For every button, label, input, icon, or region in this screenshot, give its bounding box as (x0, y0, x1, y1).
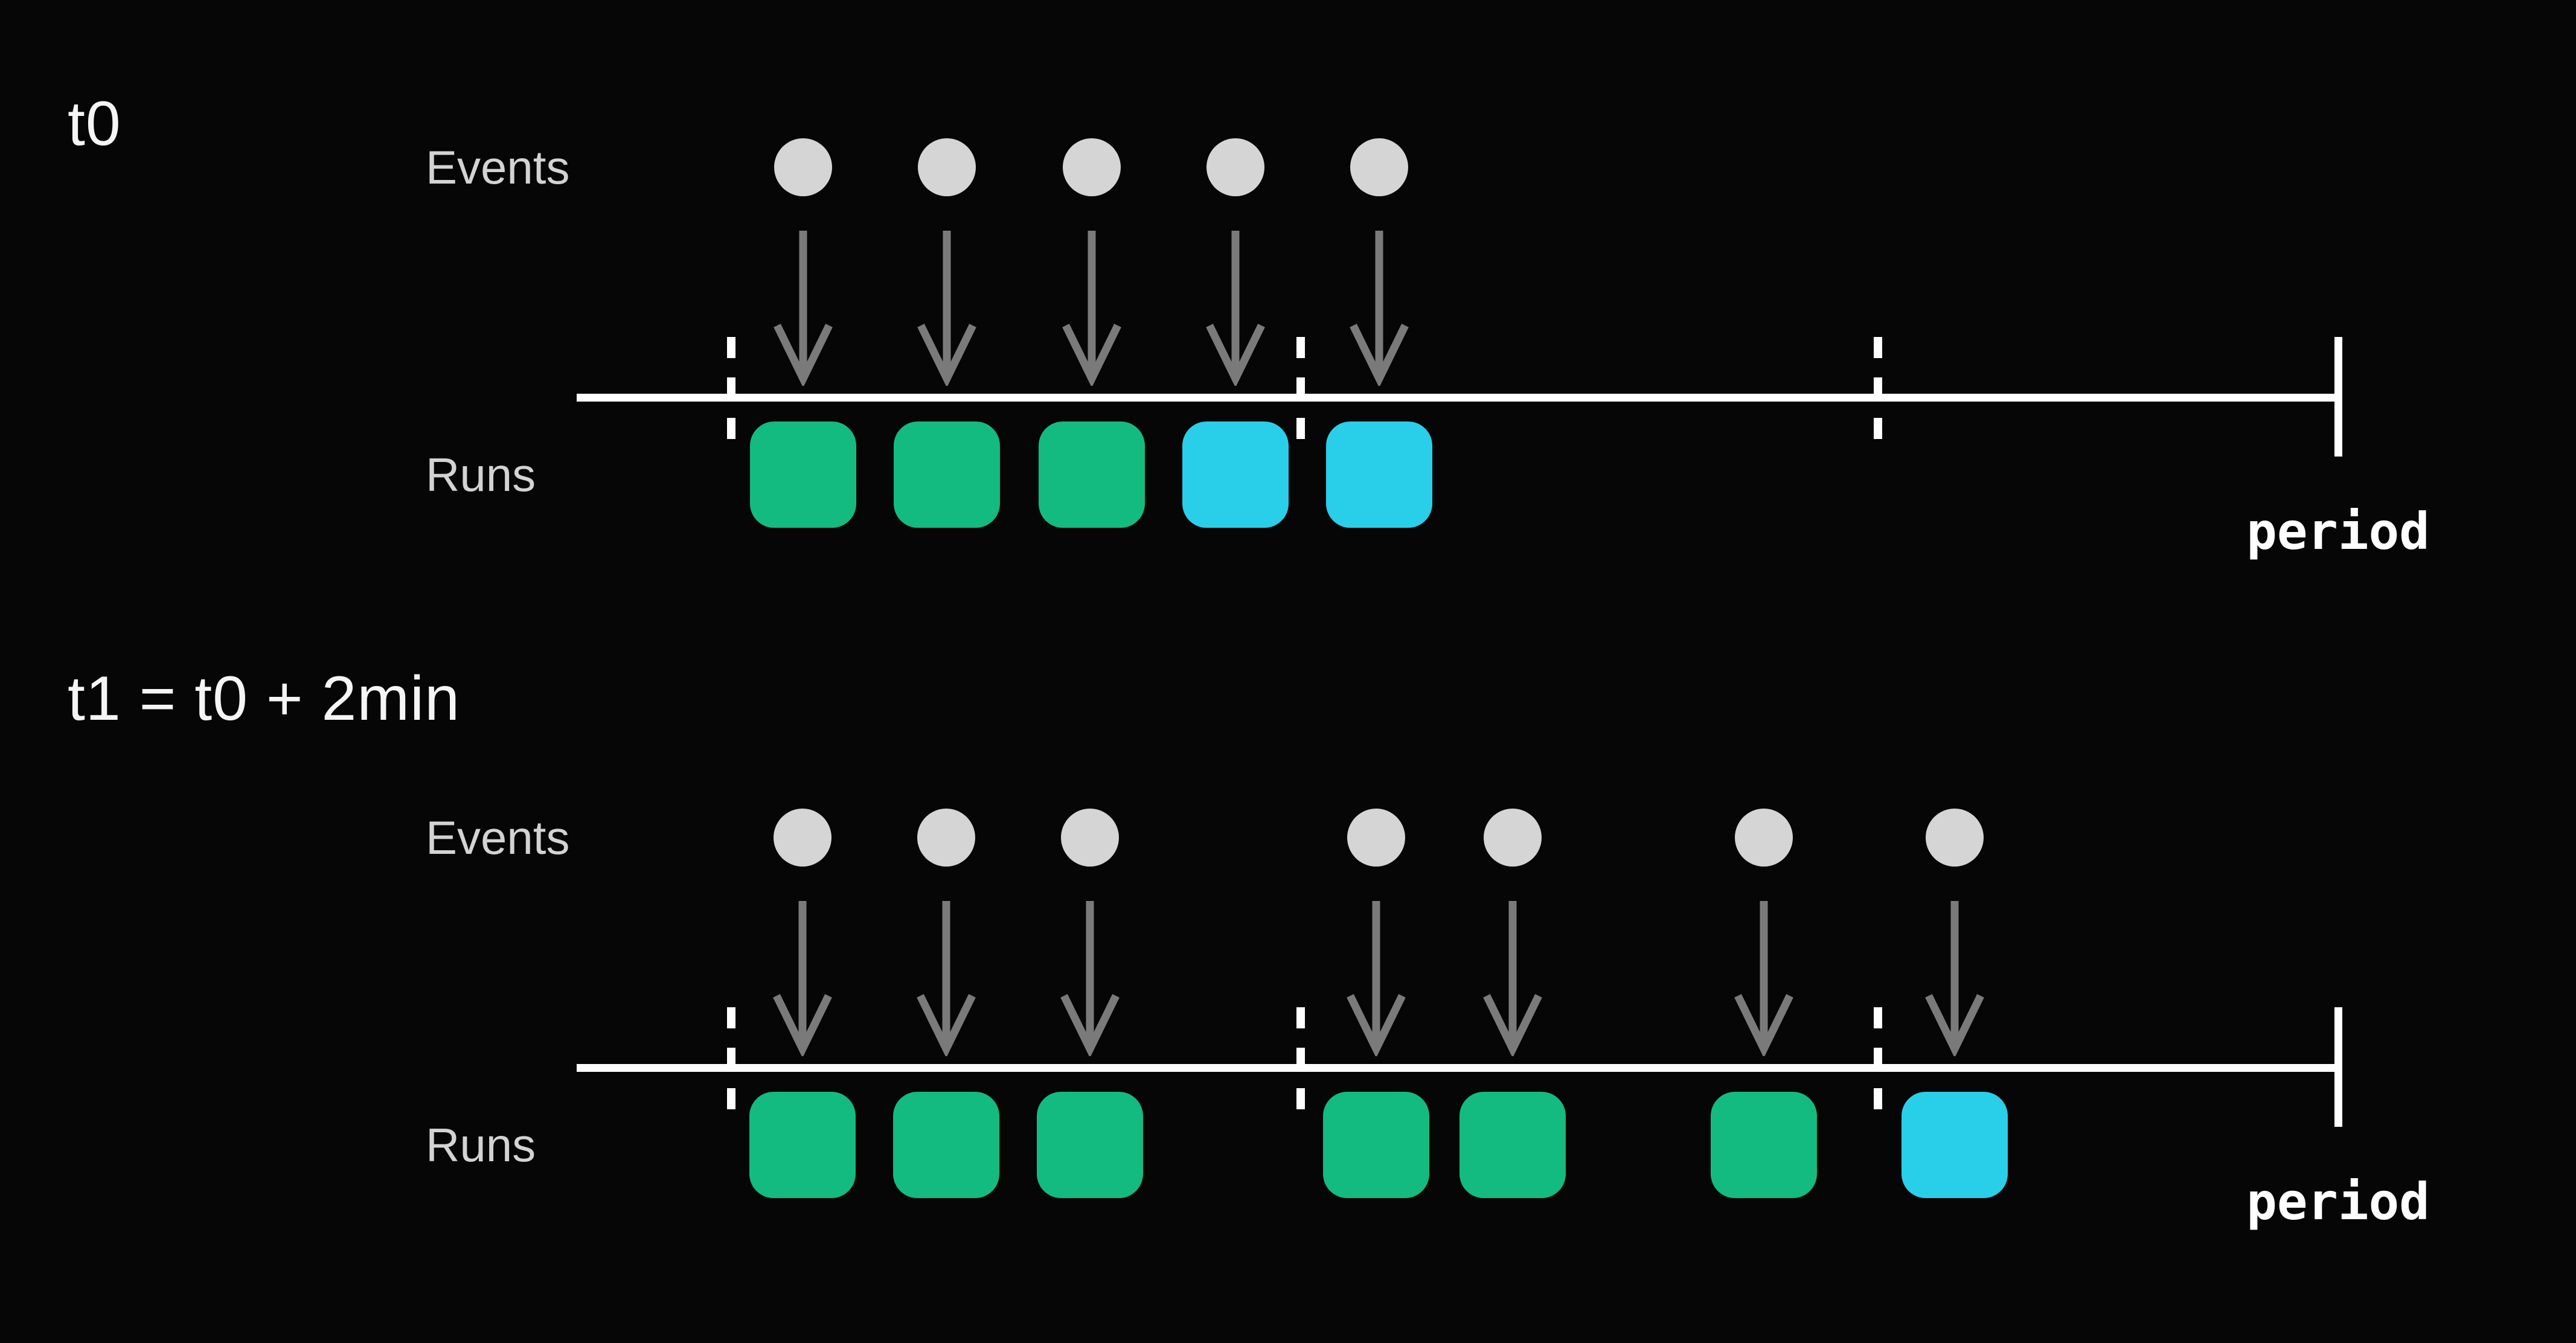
run-square-cyan (1326, 421, 1432, 528)
event-dot (1061, 809, 1119, 867)
period-boundary-dashed-line (1296, 337, 1305, 457)
timeline-end-tick (2334, 1007, 2342, 1127)
event-arrow-down-icon (1060, 901, 1120, 1056)
timeline (577, 1064, 2338, 1072)
event-arrow-down-icon (917, 901, 976, 1056)
event-arrow-down-icon (1347, 901, 1406, 1056)
event-arrow-down-icon (1062, 231, 1121, 386)
period-label: period (2246, 502, 2430, 561)
event-arrow-down-icon (1925, 901, 1984, 1056)
event-dot (1350, 138, 1408, 196)
period-boundary-dashed-line (727, 337, 735, 457)
run-square-green (1039, 421, 1145, 528)
run-square-green (749, 1092, 856, 1198)
run-square-green (1711, 1092, 1817, 1198)
runs-row-label: Runs (426, 1118, 536, 1172)
event-dot (1484, 809, 1542, 867)
diagram-title: t0 (68, 89, 121, 159)
event-dot (774, 809, 831, 867)
run-square-cyan (1902, 1092, 2008, 1198)
runs-row-label: Runs (426, 448, 536, 501)
period-boundary-dashed-line (1296, 1007, 1305, 1127)
event-arrow-down-icon (773, 901, 832, 1056)
event-dot (1926, 809, 1984, 867)
period-label: period (2246, 1172, 2430, 1231)
run-square-cyan (1182, 421, 1289, 528)
period-boundary-dashed-line (1874, 337, 1882, 457)
run-square-green (894, 421, 1000, 528)
event-arrow-down-icon (1483, 901, 1542, 1056)
run-square-green (1037, 1092, 1143, 1198)
run-square-green (893, 1092, 999, 1198)
event-dot (774, 138, 832, 196)
event-dot (1063, 138, 1121, 196)
diagram-title: t1 = t0 + 2min (68, 664, 460, 734)
event-dot (917, 809, 975, 867)
event-arrow-down-icon (774, 231, 833, 386)
event-dot (1735, 809, 1793, 867)
events-row-label: Events (426, 811, 570, 864)
events-row-label: Events (426, 141, 570, 194)
event-dot (1206, 138, 1264, 196)
timeline-end-tick (2334, 337, 2342, 457)
run-square-green (1459, 1092, 1566, 1198)
run-square-green (750, 421, 856, 528)
timeline (577, 394, 2338, 402)
event-arrow-down-icon (1734, 901, 1793, 1056)
period-boundary-dashed-line (727, 1007, 735, 1127)
event-dot (1347, 809, 1405, 867)
run-square-green (1323, 1092, 1429, 1198)
period-boundary-dashed-line (1874, 1007, 1882, 1127)
event-arrow-down-icon (1206, 231, 1265, 386)
event-arrow-down-icon (1350, 231, 1409, 386)
event-arrow-down-icon (917, 231, 976, 386)
event-dot (918, 138, 976, 196)
